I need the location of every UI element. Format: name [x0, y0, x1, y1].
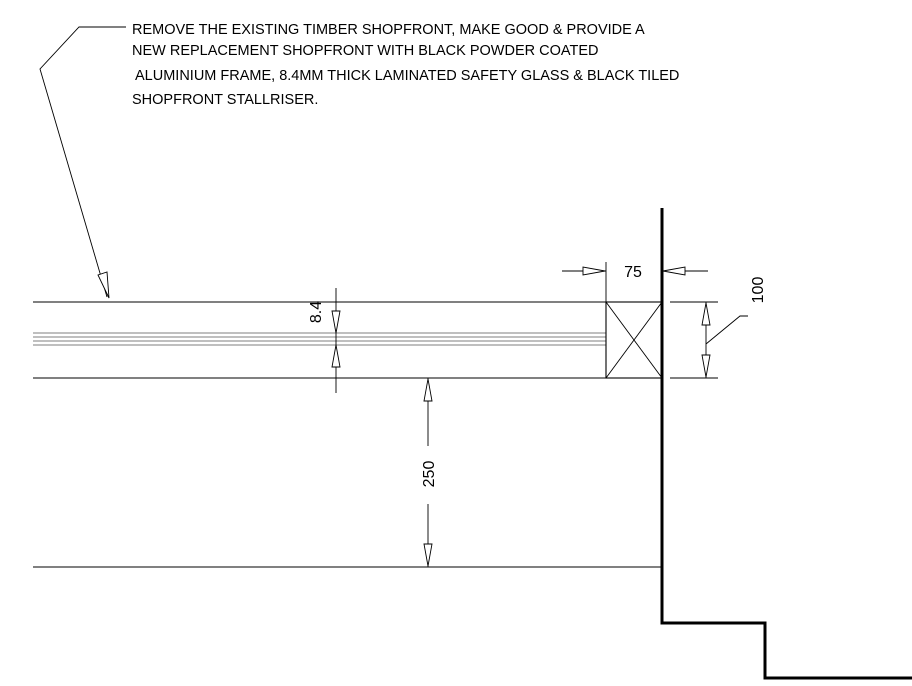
- note-line-1: REMOVE THE EXISTING TIMBER SHOPFRONT, MA…: [132, 22, 645, 38]
- leader-line: [39, 26, 126, 298]
- note-line-3: ALUMINIUM FRAME, 8.4MM THICK LAMINATED S…: [135, 68, 679, 84]
- dimension-arrowhead: [662, 266, 686, 276]
- transom-section: [33, 301, 606, 379]
- dimension-leader: [705, 315, 748, 345]
- note-line-4: SHOPFRONT STALLRISER.: [132, 92, 318, 108]
- frame-cross: [605, 301, 663, 379]
- dimension-label: 75: [624, 264, 642, 281]
- dimension-arrowhead: [423, 378, 433, 402]
- aluminium-frame-section: [605, 301, 663, 379]
- dimension-arrowhead: [701, 354, 711, 378]
- dimension-glass-thickness: 8.4: [308, 288, 341, 393]
- dimension-stallriser-height: 250: [421, 378, 438, 567]
- dimension-arrowhead: [582, 266, 606, 276]
- dimension-frame-height: 100: [670, 277, 767, 379]
- dimension-label: 250: [421, 461, 438, 488]
- dimension-label: 8.4: [308, 301, 325, 323]
- dimension-frame-width: 75: [562, 262, 708, 302]
- dimension-arrowhead: [331, 344, 341, 368]
- note-leader: [39, 26, 126, 299]
- note-line-2: NEW REPLACEMENT SHOPFRONT WITH BLACK POW…: [132, 43, 598, 59]
- dimension-arrowhead: [331, 310, 341, 334]
- dimension-arrowhead: [423, 543, 433, 567]
- dimension-label: 100: [750, 277, 767, 304]
- leader-arrowhead: [97, 271, 110, 299]
- annotation-note: REMOVE THE EXISTING TIMBER SHOPFRONT, MA…: [132, 22, 679, 108]
- wall-step-outline: [660, 208, 912, 680]
- dimension-arrowhead: [701, 302, 711, 326]
